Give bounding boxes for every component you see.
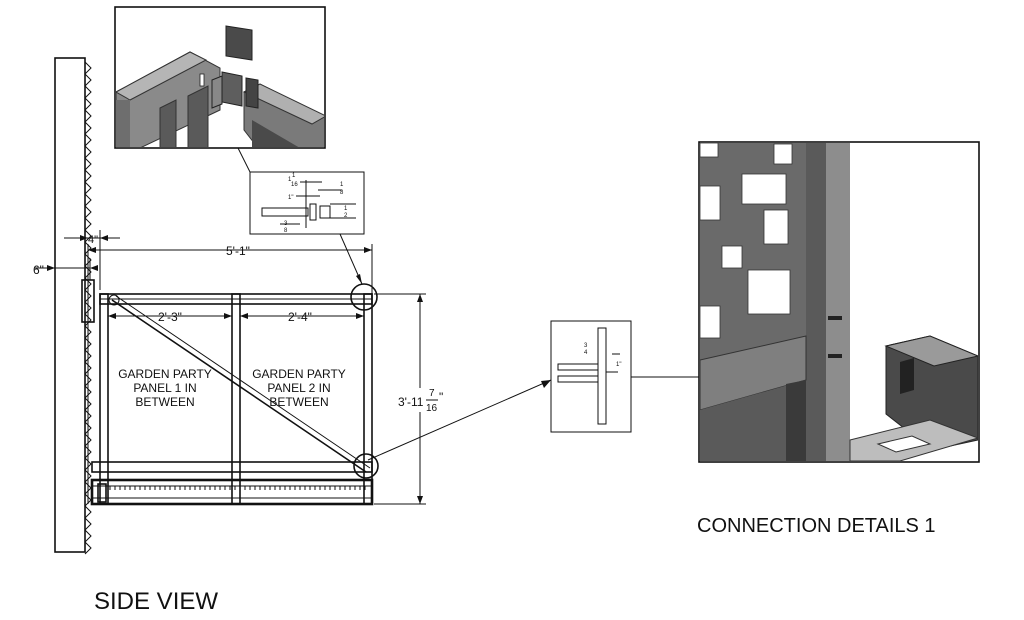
dimension-lines [34,230,426,505]
dim-bay-1: 2'-3" [158,310,182,324]
svg-text:": " [439,390,443,404]
svg-text:PANEL 1 IN: PANEL 1 IN [133,381,196,395]
isometric-joint-detail [114,6,326,173]
svg-text:2: 2 [344,213,348,219]
detail-dim-3: 1 [340,182,344,188]
svg-text:8: 8 [284,228,288,234]
detail-callout-top [350,283,378,311]
side-view-title: SIDE VIEW [94,588,218,615]
dim-bay-2: 2'-4" [288,310,312,324]
svg-text:7: 7 [429,388,435,399]
dim-wall-offset: 6" [33,263,44,277]
svg-text:3'-11: 3'-11 [398,395,424,409]
svg-text:8: 8 [340,190,344,196]
section-detail-middle: 3 4 1" [367,320,699,461]
side-view-frame [81,278,379,506]
diagonal-brace [111,299,367,473]
svg-text:GARDEN PARTY: GARDEN PARTY [252,367,346,381]
svg-text:16: 16 [291,182,298,188]
panel-2-label: GARDEN PARTY PANEL 2 IN BETWEEN [252,367,346,409]
svg-text:BETWEEN: BETWEEN [269,395,328,409]
planter-base [90,478,374,506]
svg-text:PANEL 2 IN: PANEL 2 IN [267,381,330,395]
detail-dim-4: 1 [344,206,348,212]
connection-detail-render [698,141,980,463]
dim-bracket: 4" [88,234,98,246]
svg-text:4: 4 [584,350,588,356]
dim-height: 3'-11 7 16 " [398,388,443,414]
connection-details-title: CONNECTION DETAILS 1 [697,515,936,537]
detail-dim-5: 3 [284,221,288,227]
detail-dim-7: 1" [616,362,621,368]
detail-dim-1: 1 [288,177,292,183]
svg-text:1: 1 [292,173,296,179]
svg-text:GARDEN PARTY: GARDEN PARTY [118,367,212,381]
svg-text:BETWEEN: BETWEEN [135,395,194,409]
dimension-arrows [47,235,423,504]
svg-text:16: 16 [426,403,438,414]
section-detail-top: 1 1 16 1" 1 8 1 2 3 8 [249,171,365,285]
dim-overall-width: 5'-1" [226,244,250,258]
detail-callout-bottom [353,453,379,479]
wall-siding [54,57,92,555]
detail-dim-6: 3 [584,343,588,349]
detail-dim-2: 1" [288,195,293,201]
panel-1-label: GARDEN PARTY PANEL 1 IN BETWEEN [118,367,212,409]
